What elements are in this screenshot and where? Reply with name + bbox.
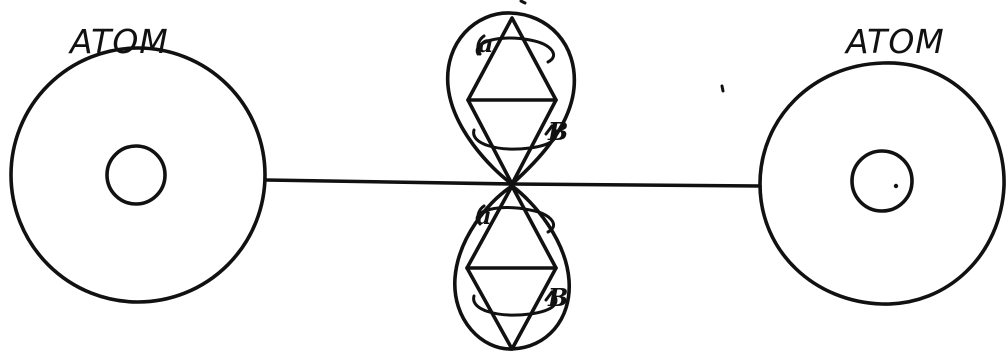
right-atom-label: ATOM (844, 22, 945, 61)
right-atom-outer-shell (760, 63, 1004, 304)
lower-lobe-bottom-spin-label: B (547, 283, 568, 312)
stray-pen-mark-top (521, 1, 525, 3)
left-atom-nucleus (107, 146, 165, 204)
right-atom: ATOM (760, 22, 1004, 304)
bond-line-right (512, 184, 760, 186)
right-atom-nucleus-dot (894, 184, 898, 188)
left-atom-label: ATOM (68, 22, 169, 61)
upper-lobe-bottom-spin-label: B (547, 117, 568, 146)
orbital-lobes: a B a B (448, 13, 575, 349)
upper-lobe-top-spin-label: a (478, 29, 494, 58)
left-atom: ATOM (11, 22, 265, 302)
right-atom-nucleus (852, 151, 912, 211)
lower-lobe-top-spin-label: a (476, 201, 492, 230)
bond-line-left (266, 180, 512, 184)
stray-pen-mark (722, 86, 723, 91)
left-atom-outer-shell (11, 48, 265, 302)
